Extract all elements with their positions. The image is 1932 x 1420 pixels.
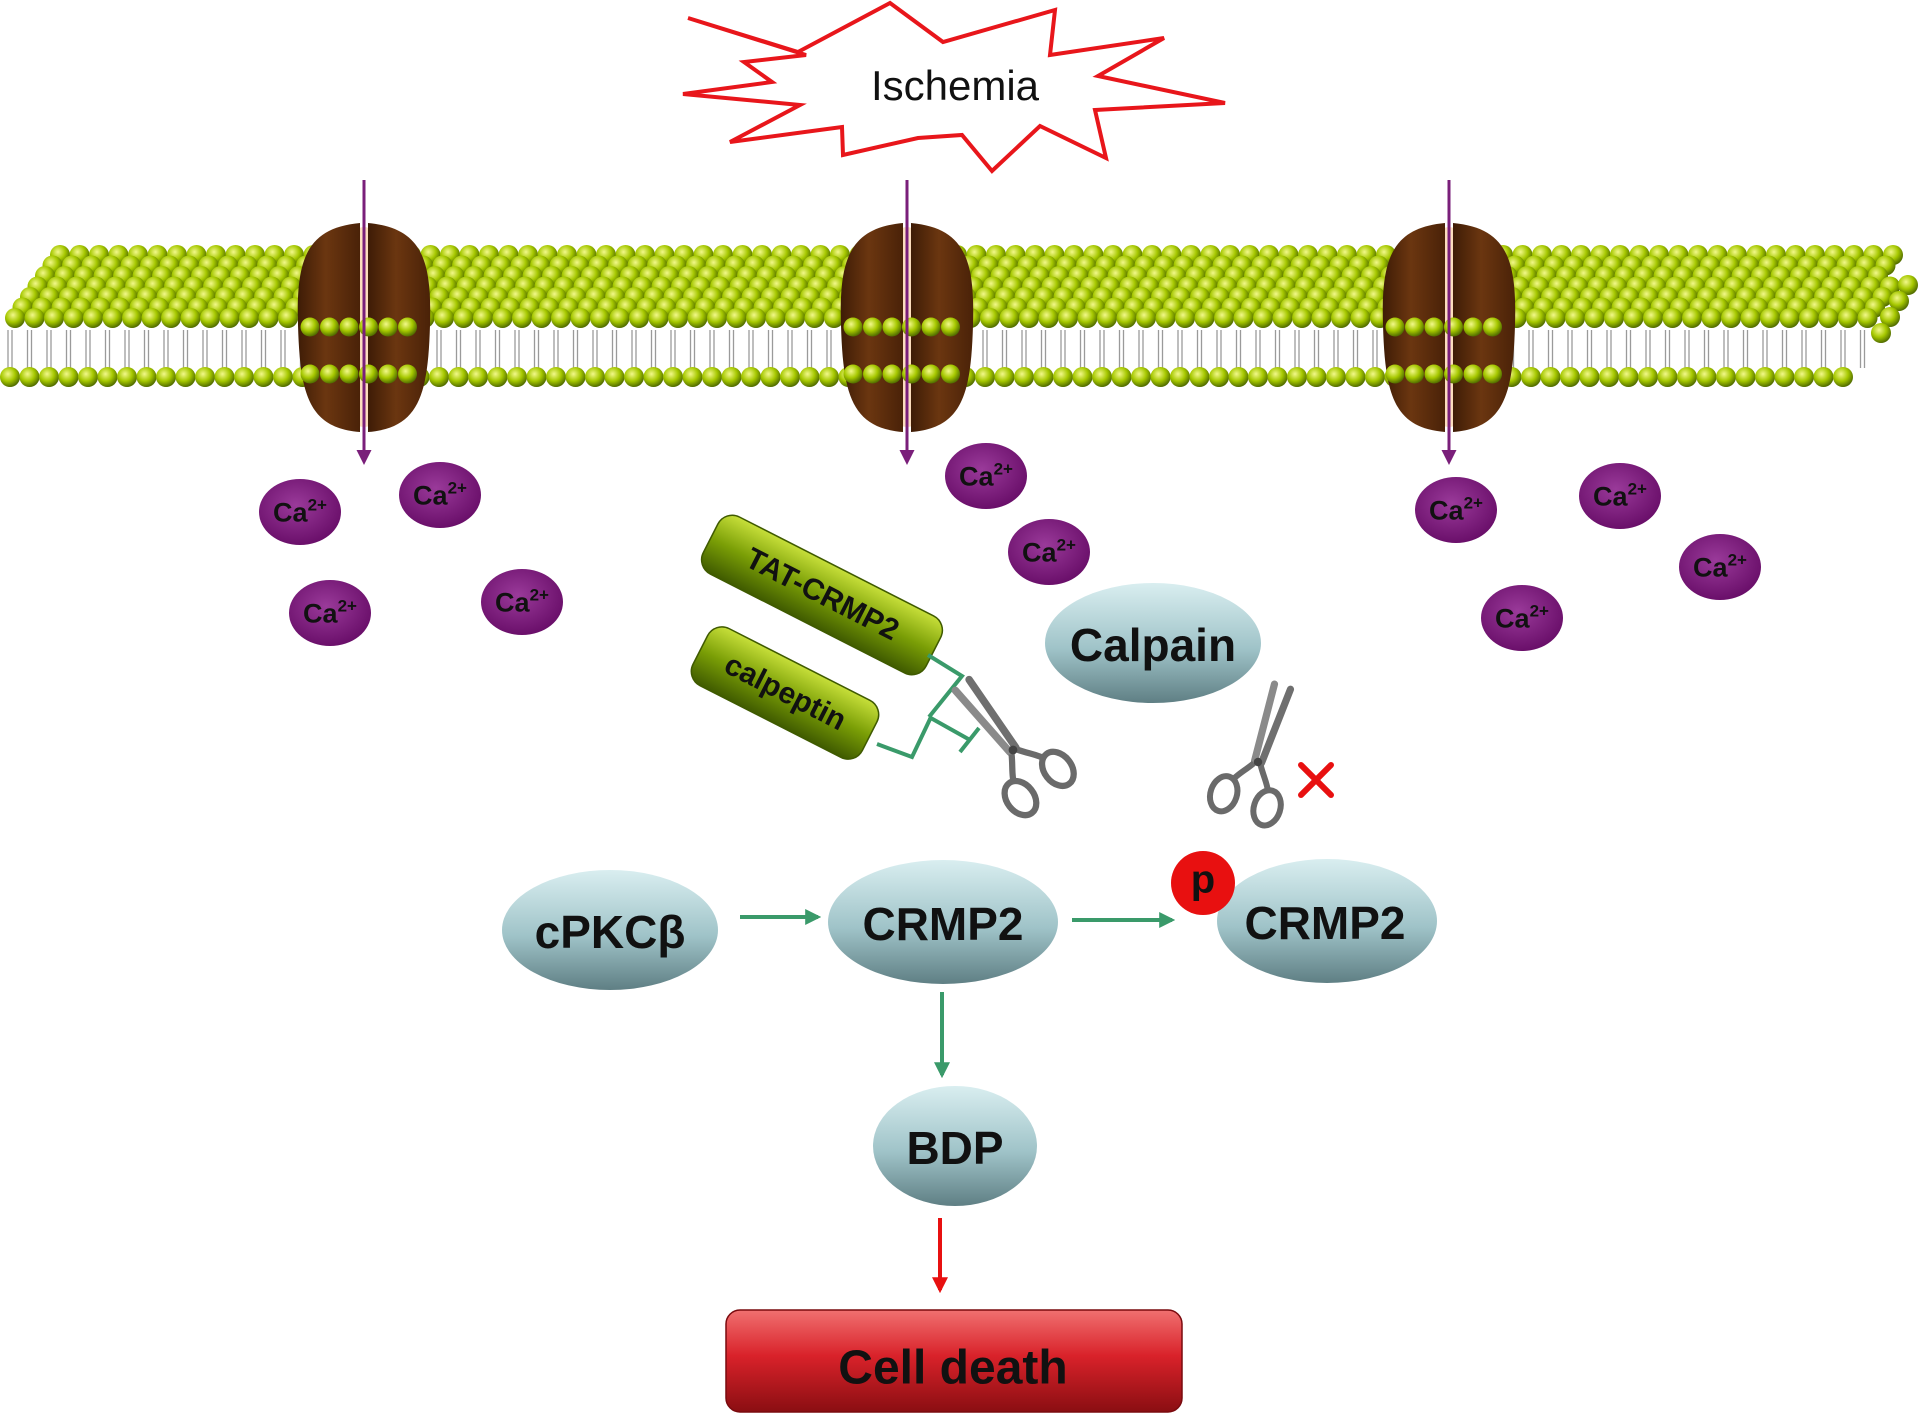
calcium-ion <box>1008 519 1090 585</box>
pathway-arrows <box>740 909 1176 1079</box>
calcium-ion-label: Ca2+ <box>1593 479 1647 512</box>
cell-membrane <box>0 245 1918 387</box>
phospho-marker <box>1171 851 1235 915</box>
block-x-icon <box>1298 762 1334 798</box>
cpkc-node <box>502 870 718 990</box>
calcium-ion-label: Ca2+ <box>1429 493 1483 526</box>
calcium-ion-label: Ca2+ <box>413 478 467 511</box>
calcium-ion <box>1679 534 1761 600</box>
calpeptin-pill <box>690 626 880 760</box>
calcium-ion <box>1481 585 1563 651</box>
ischemia-label: Ischemia <box>870 62 1040 109</box>
cell-death-box <box>725 1309 1183 1413</box>
scissors-icon <box>951 675 1077 819</box>
calcium-ion <box>1579 463 1661 529</box>
tat-crmp2-pill <box>700 514 944 676</box>
calcium-ion <box>289 580 371 646</box>
cpkc-label: cPKCβ <box>534 906 686 958</box>
calcium-ion <box>1415 477 1497 543</box>
inhibition-bracket <box>876 653 981 760</box>
calcium-ion <box>399 462 481 528</box>
calcium-ion-label: Ca2+ <box>1495 601 1549 634</box>
calpain-node <box>1045 583 1261 703</box>
calcium-ion-label: Ca2+ <box>1693 550 1747 583</box>
bdp-label: BDP <box>906 1122 1004 1174</box>
calcium-ion <box>259 479 341 545</box>
crmp2-phospho-node <box>1217 859 1437 983</box>
calcium-ion-label: Ca2+ <box>959 459 1013 492</box>
ischemia-starburst <box>682 0 1226 174</box>
calcium-ions <box>259 443 1761 651</box>
calcium-ion-label: Ca2+ <box>303 596 357 629</box>
scissors-icon <box>1206 680 1295 829</box>
bdp-node <box>873 1086 1037 1206</box>
calcium-ion-label: Ca2+ <box>1022 535 1076 568</box>
crmp2-label: CRMP2 <box>862 898 1024 950</box>
calpain-label: Calpain <box>1069 619 1237 671</box>
calcium-channel <box>1382 223 1516 432</box>
calcium-ion-label: Ca2+ <box>273 495 327 528</box>
phospho-label: p <box>1190 857 1216 902</box>
calcium-ion <box>481 569 563 635</box>
crmp2-phospho-label: CRMP2 <box>1244 897 1406 949</box>
calcium-channel <box>840 223 974 432</box>
calcium-influx-arrows <box>356 180 1457 465</box>
calcium-ion <box>945 443 1027 509</box>
crmp2-node <box>828 860 1058 984</box>
cell-death-label: Cell death <box>838 1341 1068 1395</box>
calcium-ion-label: Ca2+ <box>495 585 549 618</box>
